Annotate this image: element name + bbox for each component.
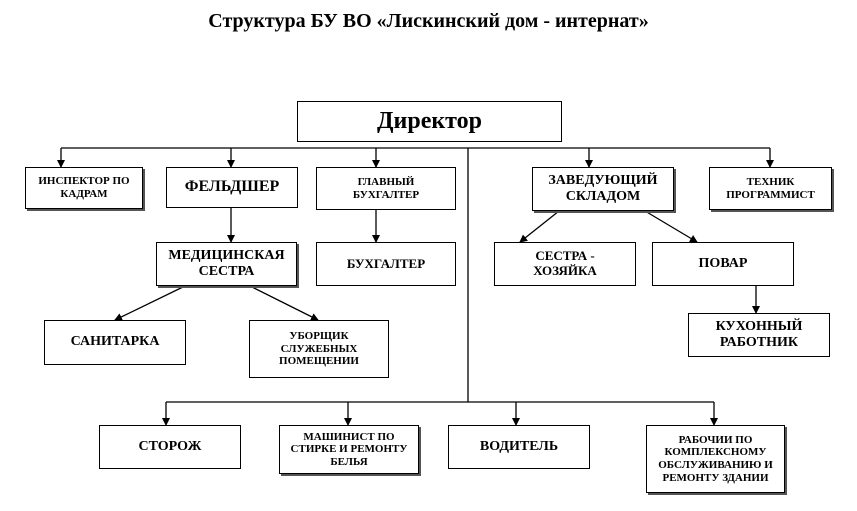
node-cleaner-label: УБОРЩИК СЛУЖЕБНЫХ ПОМЕЩЕНИИ [279, 330, 359, 368]
node-watchman-label: СТОРОЖ [138, 438, 202, 454]
node-chief-accountant-label: ГЛАВНЫЙ БУХГАЛТЕР [352, 175, 420, 201]
node-driver-label: ВОДИТЕЛЬ [479, 438, 559, 454]
node-accountant-label: БУХГАЛТЕР [346, 255, 426, 271]
node-maintenance-workers-label: РАБОЧИИ ПО КОМПЛЕКСНОМУ ОБСЛУЖИВАНИЮ И Р… [658, 433, 773, 484]
node-watchman: СТОРОЖ [99, 425, 241, 469]
node-programmer-label: ТЕХНИК ПРОГРАММИСТ [726, 175, 815, 201]
node-housekeeper: СЕСТРА - ХОЗЯЙКА [494, 242, 636, 286]
node-warehouse-head-label: ЗАВЕДУЮЩИЙ СКЛАДОМ [548, 172, 658, 204]
node-feldsher: ФЕЛЬДШЕР [166, 167, 298, 208]
node-inspector: ИНСПЕКТОР ПО КАДРАМ [25, 167, 143, 209]
node-kitchen-worker-label: КУХОННЫЙ РАБОТНИК [715, 318, 803, 350]
node-chief-accountant: ГЛАВНЫЙ БУХГАЛТЕР [316, 167, 456, 210]
node-programmer: ТЕХНИК ПРОГРАММИСТ [709, 167, 832, 210]
node-orderly-label: САНИТАРКА [70, 334, 160, 350]
arrow-nurse-cleaner [249, 285, 319, 321]
node-cook: ПОВАР [652, 242, 794, 286]
node-feldsher-label: ФЕЛЬДШЕР [184, 178, 280, 196]
node-laundry-operator-label: МАШИНИСТ ПО СТИРКЕ И РЕМОНТУ БЕЛЬЯ [290, 430, 408, 468]
node-orderly: САНИТАРКА [44, 320, 186, 365]
node-driver: ВОДИТЕЛЬ [448, 425, 590, 469]
node-inspector-label: ИНСПЕКТОР ПО КАДРАМ [38, 175, 130, 200]
node-director: Директор [297, 101, 562, 142]
node-laundry-operator: МАШИНИСТ ПО СТИРКЕ И РЕМОНТУ БЕЛЬЯ [279, 425, 419, 474]
node-housekeeper-label: СЕСТРА - ХОЗЯЙКА [533, 248, 597, 278]
arrow-nurse-orderly [114, 285, 186, 321]
node-cook-label: ПОВАР [698, 255, 748, 271]
chart-title: Структура БУ ВО «Лискинский дом - интерн… [208, 10, 649, 32]
arrow-warehouse-cook [644, 210, 698, 243]
arrow-warehouse-housekeeper [519, 210, 560, 243]
node-nurse-label: МЕДИЦИНСКАЯ СЕСТРА [168, 247, 285, 279]
node-maintenance-workers: РАБОЧИИ ПО КОМПЛЕКСНОМУ ОБСЛУЖИВАНИЮ И Р… [646, 425, 785, 493]
node-director-label: Директор [377, 107, 482, 134]
node-cleaner: УБОРЩИК СЛУЖЕБНЫХ ПОМЕЩЕНИИ [249, 320, 389, 378]
node-kitchen-worker: КУХОННЫЙ РАБОТНИК [688, 313, 830, 357]
node-warehouse-head: ЗАВЕДУЮЩИЙ СКЛАДОМ [532, 167, 674, 211]
node-nurse: МЕДИЦИНСКАЯ СЕСТРА [156, 242, 297, 286]
node-accountant: БУХГАЛТЕР [316, 242, 456, 286]
